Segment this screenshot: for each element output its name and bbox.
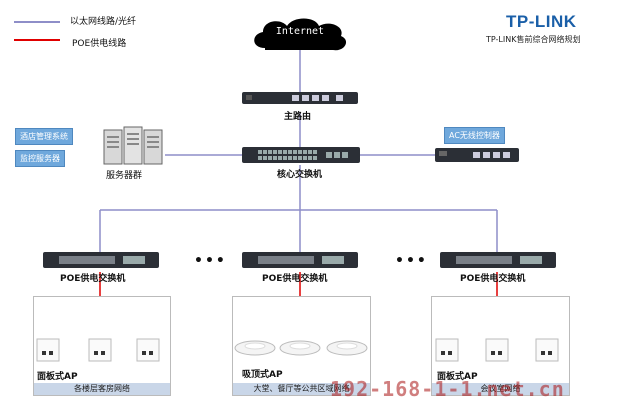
legend-poe-label: POE供电线路 <box>72 39 127 49</box>
panel-ap-icons-1 <box>36 338 160 362</box>
poe-switch-2 <box>242 250 358 270</box>
switch-icon <box>242 252 358 268</box>
switch-icon <box>43 252 159 268</box>
poe-switch-label-2: POE供电交换机 <box>262 274 328 284</box>
brand-subtitle: TP-LINK售前综合网络规划 <box>486 35 581 44</box>
ap-group-footer-2: 大堂、餐厅等公共区域网络 <box>233 383 370 395</box>
internet-label: Internet <box>275 26 325 37</box>
router-device <box>242 90 358 106</box>
panel-ap-icon <box>535 338 559 362</box>
watermark: 192-168-1-1.net.cn <box>330 377 565 401</box>
router-icon <box>242 92 358 104</box>
ceiling-ap-icons <box>234 340 368 356</box>
ethernet-lines <box>99 42 498 252</box>
ceiling-ap-icon <box>234 340 276 356</box>
panel-ap-icon <box>136 338 160 362</box>
ap-label-3: 面板式AP <box>437 372 478 382</box>
ceiling-ap-icon <box>326 340 368 356</box>
poe-switch-label-1: POE供电交换机 <box>60 274 126 284</box>
legend-swatches <box>14 21 60 41</box>
panel-ap-icon <box>485 338 509 362</box>
poe-switch-3 <box>440 250 556 270</box>
ac-controller-device <box>435 145 519 165</box>
legend: 以太网线路/光纤 POE供电线路 <box>14 14 144 54</box>
cloud-icon <box>254 18 347 51</box>
panel-ap-icon <box>88 338 112 362</box>
router-label: 主路由 <box>284 112 312 122</box>
panel-ap-icon <box>435 338 459 362</box>
poe-switch-label-3: POE供电交换机 <box>460 274 526 284</box>
ap-label-1: 面板式AP <box>37 372 78 382</box>
server-icon <box>103 126 163 165</box>
switch-icon <box>440 252 556 268</box>
switch-icon <box>242 147 360 163</box>
legend-ethernet-label: 以太网线路/光纤 <box>69 17 137 27</box>
server-tag-monitor: 监控服务器 <box>15 150 65 167</box>
server-tag-hotel-system: 酒店管理系统 <box>15 128 73 145</box>
server-group-label: 服务器群 <box>106 171 143 181</box>
ceiling-ap-icon <box>279 340 321 356</box>
core-switch-device <box>242 145 360 165</box>
ap-group-footer-1: 各楼层客房网络 <box>34 383 170 395</box>
ellipsis-2: ••• <box>395 253 428 269</box>
ac-controller-tag: AC无线控制器 <box>444 127 505 144</box>
ellipsis-1: ••• <box>194 253 227 269</box>
ap-group-footer-3: 会议室网络 <box>432 383 569 395</box>
brand-logo: TP-LINK <box>506 12 577 31</box>
panel-ap-icon <box>36 338 60 362</box>
ac-controller-icon <box>435 148 519 162</box>
poe-switch-1 <box>43 250 159 270</box>
internet-cloud: Internet <box>245 12 355 56</box>
core-switch-label: 核心交换机 <box>277 170 323 180</box>
ap-label-2: 吸顶式AP <box>242 370 283 380</box>
panel-ap-icons-3 <box>435 338 559 362</box>
server-rack-group <box>102 124 164 168</box>
